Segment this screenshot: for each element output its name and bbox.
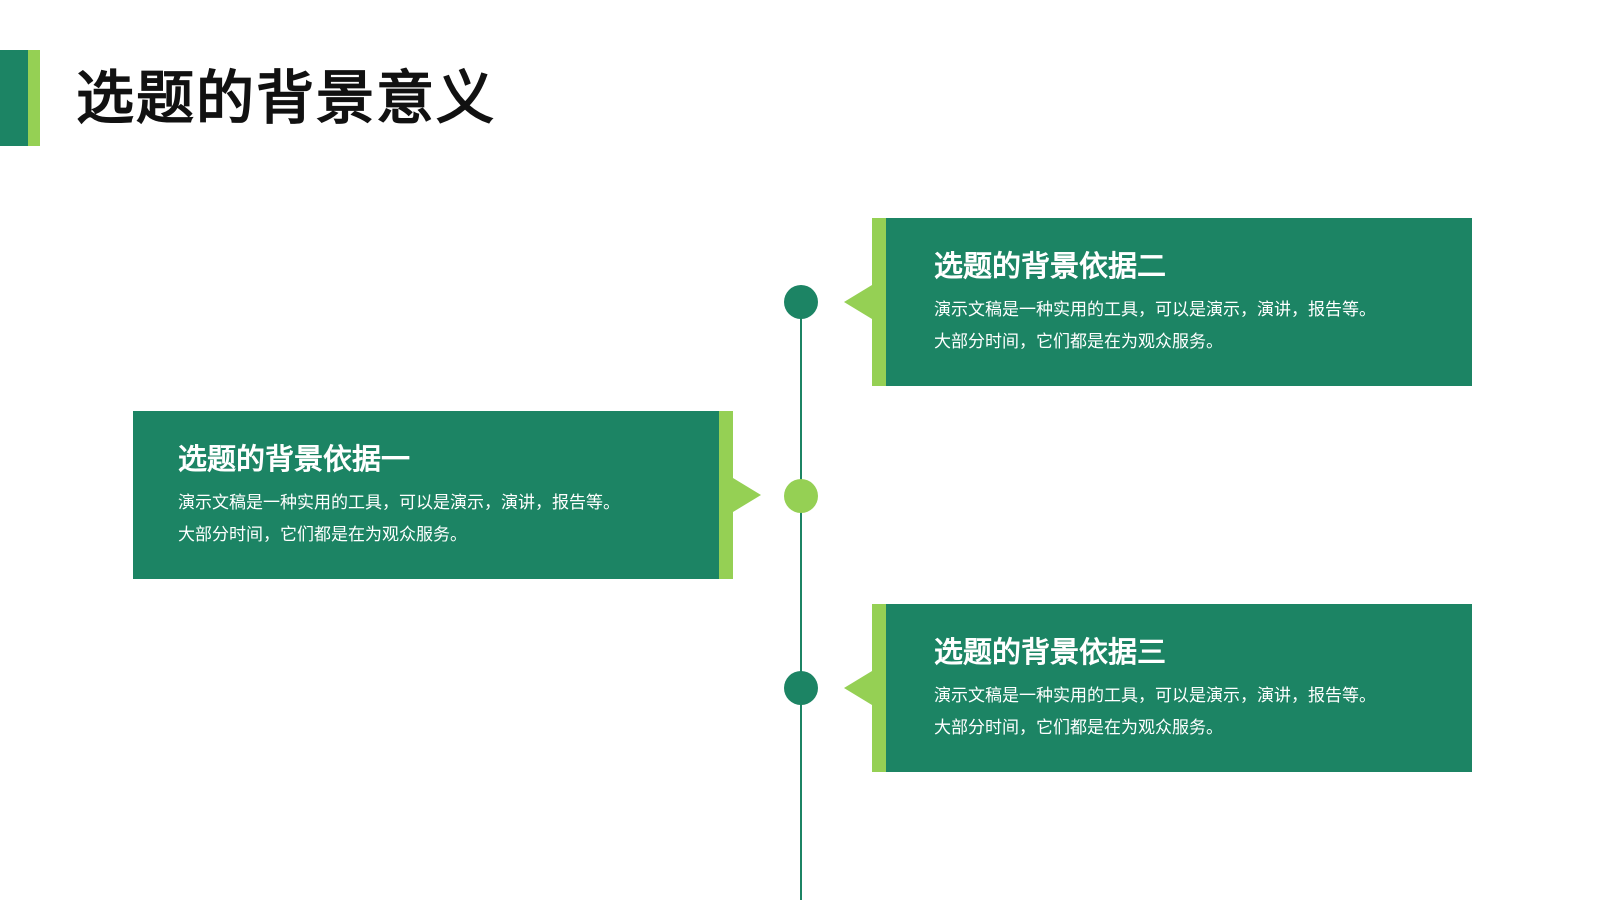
- card-accent-strip: [872, 218, 886, 386]
- card-body-line: 大部分时间，它们都是在为观众服务。: [178, 525, 467, 545]
- timeline-card-3: 选题的背景依据三 演示文稿是一种实用的工具，可以是演示，演讲，报告等。 大部分时…: [844, 604, 1472, 772]
- card-body-line: 大部分时间，它们都是在为观众服务。: [934, 332, 1223, 352]
- timeline-line: [800, 300, 802, 900]
- timeline-node-3: [784, 671, 818, 705]
- card-accent-strip: [872, 604, 886, 772]
- card-body: 演示文稿是一种实用的工具，可以是演示，演讲，报告等。 大部分时间，它们都是在为观…: [178, 487, 678, 551]
- card-body: 演示文稿是一种实用的工具，可以是演示，演讲，报告等。 大部分时间，它们都是在为观…: [934, 294, 1434, 358]
- card-pointer-arrow: [733, 478, 761, 512]
- timeline-node-2: [784, 285, 818, 319]
- timeline-node-1: [784, 479, 818, 513]
- card-pointer-arrow: [844, 671, 872, 705]
- page-title: 选题的背景意义: [76, 64, 497, 132]
- timeline-card-1: 选题的背景依据一 演示文稿是一种实用的工具，可以是演示，演讲，报告等。 大部分时…: [133, 411, 761, 579]
- card-accent-strip: [719, 411, 733, 579]
- card-pointer-arrow: [844, 285, 872, 319]
- card-body: 演示文稿是一种实用的工具，可以是演示，演讲，报告等。 大部分时间，它们都是在为观…: [934, 680, 1434, 744]
- card-title: 选题的背景依据三: [934, 635, 1167, 669]
- title-accent-bar-light: [28, 50, 40, 146]
- card-body-line: 演示文稿是一种实用的工具，可以是演示，演讲，报告等。: [934, 686, 1376, 706]
- timeline-card-2: 选题的背景依据二 演示文稿是一种实用的工具，可以是演示，演讲，报告等。 大部分时…: [844, 218, 1472, 386]
- card-title: 选题的背景依据二: [934, 249, 1167, 283]
- card-body-line: 演示文稿是一种实用的工具，可以是演示，演讲，报告等。: [178, 493, 620, 513]
- title-accent-bar-dark: [0, 50, 28, 146]
- card-title: 选题的背景依据一: [178, 442, 411, 476]
- card-body-line: 演示文稿是一种实用的工具，可以是演示，演讲，报告等。: [934, 300, 1376, 320]
- card-body-line: 大部分时间，它们都是在为观众服务。: [934, 718, 1223, 738]
